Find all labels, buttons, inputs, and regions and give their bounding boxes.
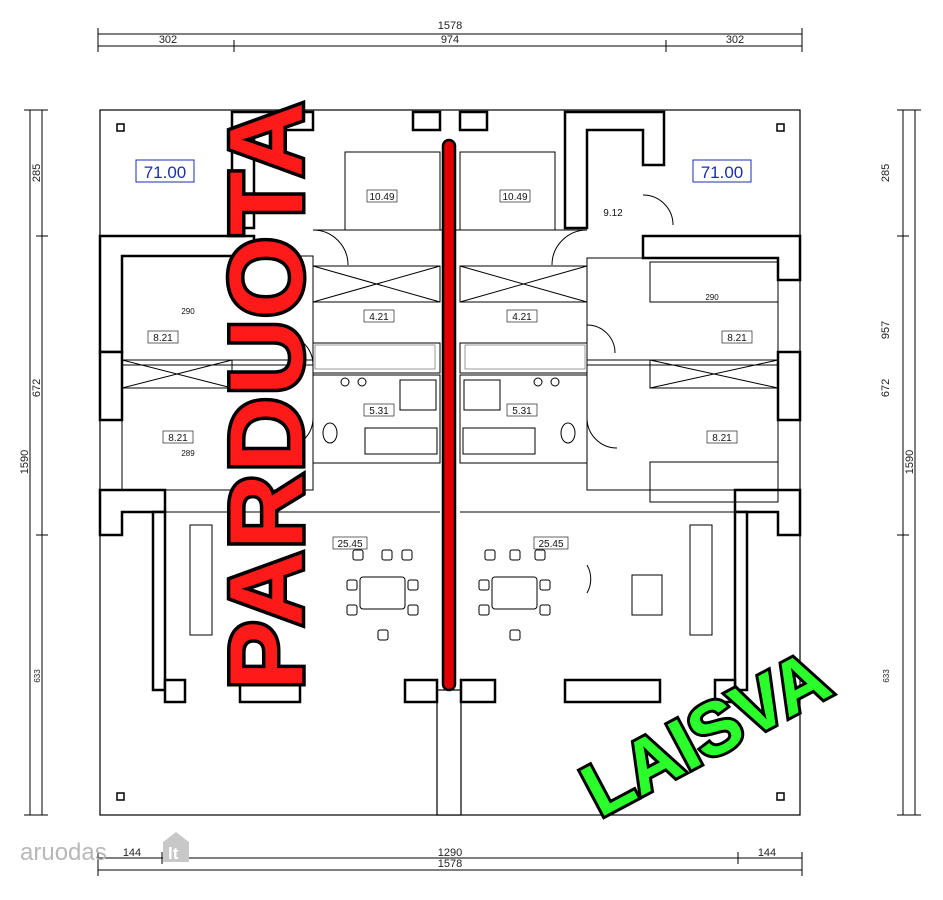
dim-top-middle: 974 <box>441 34 459 46</box>
watermark-text: aruodas <box>20 839 107 866</box>
room-left-upper: 8.21 <box>153 333 173 344</box>
dim-left-top: 285 <box>31 164 43 182</box>
area-box-right <box>692 159 752 183</box>
dim-top-left: 302 <box>159 34 177 46</box>
dim-right-middle: 672 <box>880 379 892 397</box>
red-divider-line <box>441 138 457 692</box>
sold-stamp: PARDUOTA <box>209 100 325 690</box>
lot-divider <box>436 689 462 816</box>
aruodas-watermark: aruodas lt <box>20 832 189 866</box>
dim-right-bottom: 633 <box>882 669 891 683</box>
bathroom-fixtures <box>314 344 586 444</box>
dim-bottom-right: 144 <box>758 847 776 859</box>
wardrobe-left-lower: 289 <box>181 449 195 458</box>
dim-bottom-total: 1578 <box>438 858 462 870</box>
dim-top-total: 1578 <box>438 20 462 32</box>
available-stamp: LAISVA <box>569 634 843 832</box>
room-bath-right: 5.31 <box>512 406 532 417</box>
area-right-unit: 71.00 <box>701 163 744 182</box>
house-icon <box>163 832 189 862</box>
dimension-lines <box>24 28 921 876</box>
room-corridor-left: 4.21 <box>369 312 389 323</box>
wardrobe-right-upper: 290 <box>705 293 719 302</box>
dim-right-top: 285 <box>880 164 892 182</box>
area-left-unit: 71.00 <box>144 163 187 182</box>
dim-right-total: 1590 <box>904 450 916 474</box>
room-right-upper: 8.21 <box>727 333 747 344</box>
dim-top-right: 302 <box>726 34 744 46</box>
interior-walls <box>121 151 779 636</box>
site-corner-markers <box>116 123 785 801</box>
room-left-lower: 8.21 <box>168 433 188 444</box>
room-labels: 10.49 10.49 9.12 8.21 8.21 8.21 8.21 4.2… <box>147 189 753 550</box>
dim-right-upper: 957 <box>880 321 892 339</box>
building-walls <box>98 110 802 704</box>
dim-bottom-left: 144 <box>123 847 141 859</box>
room-living-left: 25.45 <box>337 539 362 550</box>
dining-set-right <box>478 549 551 641</box>
room-corridor-right: 4.21 <box>512 312 532 323</box>
room-living-right: 25.45 <box>538 539 563 550</box>
room-bedroom-left-top: 10.49 <box>369 192 394 203</box>
wardrobe-left-upper: 290 <box>181 307 195 316</box>
room-right-lower: 8.21 <box>712 433 732 444</box>
room-hall-right: 9.12 <box>603 208 623 219</box>
dim-bottom-middle: 1290 <box>438 847 462 859</box>
dining-set-left <box>346 549 419 641</box>
door-swings <box>282 194 674 594</box>
room-bath-left: 5.31 <box>369 406 389 417</box>
dim-left-total: 1590 <box>19 450 31 474</box>
room-bedroom-right-top: 10.49 <box>502 192 527 203</box>
area-box-left <box>135 159 195 183</box>
dim-left-bottom: 633 <box>33 669 42 683</box>
dim-left-middle: 672 <box>31 379 43 397</box>
watermark-badge: lt <box>168 844 179 863</box>
